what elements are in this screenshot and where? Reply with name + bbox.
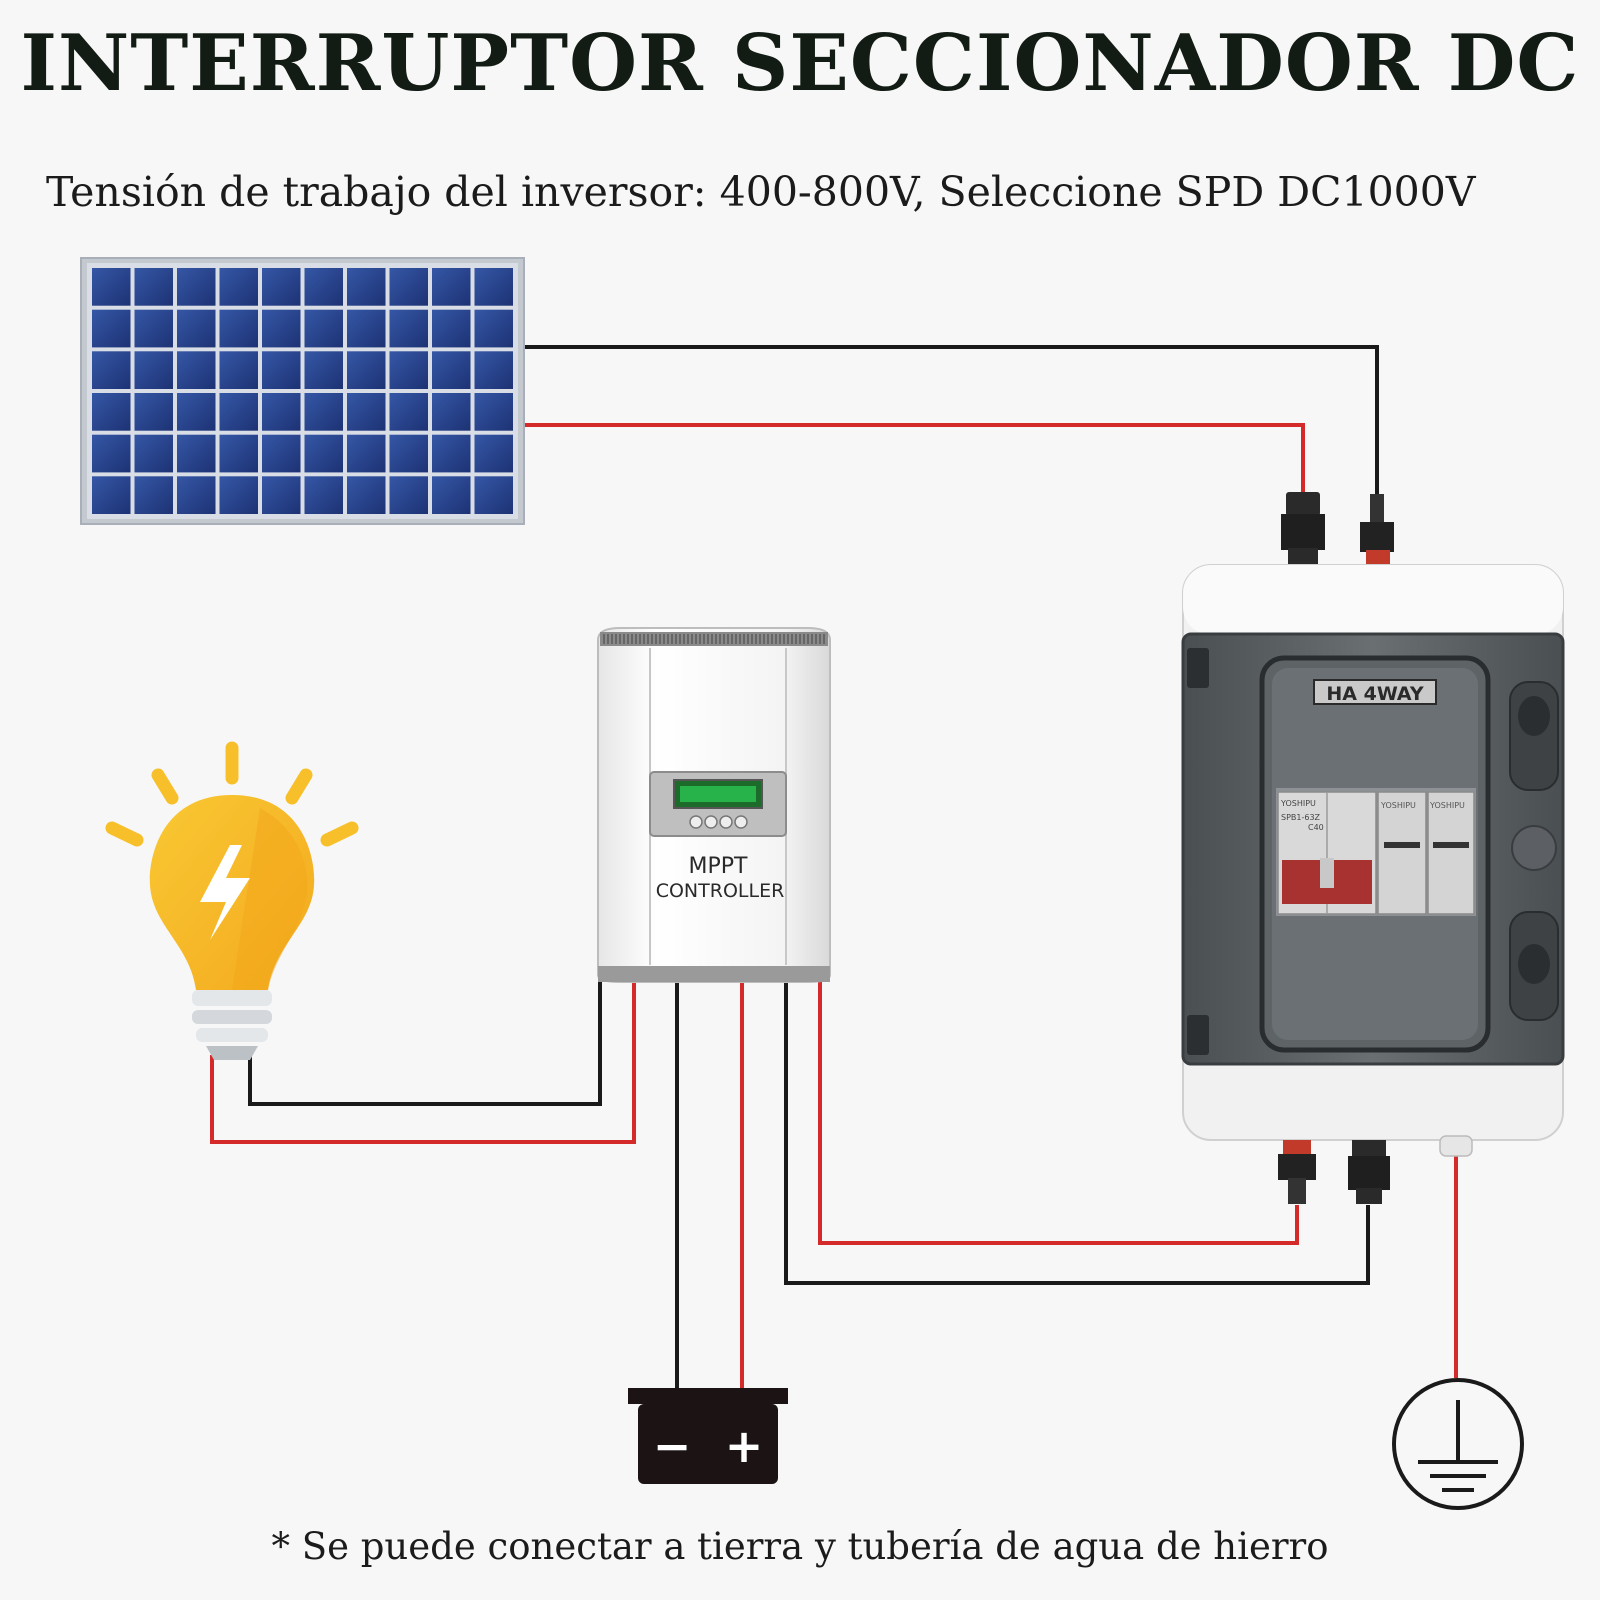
controller-button-2	[704, 815, 718, 829]
solar-cell	[219, 309, 258, 348]
solar-cell	[347, 434, 386, 473]
solar-cell	[389, 309, 428, 348]
wire-load-positive	[210, 975, 636, 1144]
solar-cell	[347, 309, 386, 348]
spd-brand-1: YOSHIPU	[1380, 801, 1416, 810]
controller-label-line2: CONTROLLER	[656, 880, 785, 902]
spd-brand-2: YOSHIPU	[1429, 801, 1465, 810]
solar-cell	[389, 476, 428, 514]
solar-cell	[262, 434, 301, 473]
solar-cell	[304, 351, 343, 389]
solar-cell	[134, 434, 173, 473]
solar-cell	[304, 268, 343, 306]
battery-plus: +	[725, 1419, 764, 1473]
solar-cell	[474, 476, 513, 514]
solar-cell	[134, 351, 173, 389]
solar-cell	[347, 476, 386, 514]
solar-cell	[177, 351, 216, 389]
box-label: HA 4WAY	[1326, 683, 1423, 705]
controller-label-line1: MPPT	[689, 854, 749, 879]
solar-cell	[177, 268, 216, 306]
wire-pv-in-positive	[818, 978, 1299, 1245]
solar-cell	[177, 476, 216, 514]
solar-cell	[177, 309, 216, 348]
solar-cell	[219, 268, 258, 306]
solar-cell	[389, 393, 428, 431]
solar-cell	[262, 393, 301, 431]
solar-cell	[432, 393, 471, 431]
solar-cell	[134, 268, 173, 306]
solar-cell	[219, 393, 258, 431]
light-bulb-icon	[105, 741, 359, 1060]
solar-cell	[432, 351, 471, 389]
breaker-model: SPB1-63Z	[1281, 813, 1321, 822]
solar-cell	[347, 351, 386, 389]
mppt-controller: MPPT CONTROLLER	[597, 627, 831, 983]
solar-cell	[389, 434, 428, 473]
solar-cell	[262, 268, 301, 306]
battery-minus: −	[653, 1419, 692, 1473]
combiner-box: HA 4WAY YOSHIPU SPB1-63Z C40 YOSHIPU YOS…	[1181, 492, 1565, 1204]
solar-cell	[304, 434, 343, 473]
controller-button-1	[689, 815, 703, 829]
breaker-rating: C40	[1308, 823, 1324, 832]
page-title: INTERRUPTOR SECCIONADOR DC	[20, 18, 1580, 109]
box-bottom-connectors	[1278, 1135, 1473, 1204]
solar-cell	[177, 393, 216, 431]
solar-cell	[474, 351, 513, 389]
dc-breaker: YOSHIPU SPB1-63Z C40	[1277, 791, 1377, 915]
solar-cell	[432, 268, 471, 306]
footnote: * Se puede conectar a tierra y tubería d…	[271, 1525, 1329, 1568]
solar-cell	[474, 309, 513, 348]
solar-cell	[92, 476, 131, 514]
solar-panel-icon	[80, 257, 525, 525]
solar-cell	[474, 268, 513, 306]
solar-cell	[432, 476, 471, 514]
solar-cell	[219, 476, 258, 514]
solar-cell	[134, 309, 173, 348]
battery-icon: − +	[628, 1388, 788, 1484]
solar-cell	[389, 351, 428, 389]
controller-button-4	[734, 815, 748, 829]
wire-load-negative	[248, 975, 602, 1106]
solar-cell	[134, 393, 173, 431]
solar-cell	[92, 309, 131, 348]
solar-cell	[304, 309, 343, 348]
solar-cell	[304, 476, 343, 514]
solar-cell	[92, 393, 131, 431]
solar-cell	[389, 268, 428, 306]
wire-panel-positive	[508, 423, 1305, 492]
solar-cell	[262, 351, 301, 389]
surge-protector: YOSHIPU YOSHIPU	[1377, 791, 1475, 915]
solar-cell	[92, 434, 131, 473]
solar-cell	[474, 393, 513, 431]
solar-cell	[92, 351, 131, 389]
solar-cell	[432, 434, 471, 473]
solar-cell	[219, 351, 258, 389]
solar-cell	[92, 268, 131, 306]
solar-cell	[347, 268, 386, 306]
solar-cell	[134, 476, 173, 514]
box-top-connectors	[1281, 492, 1394, 564]
solar-cell	[177, 434, 216, 473]
controller-button-3	[719, 815, 733, 829]
solar-cell	[262, 476, 301, 514]
solar-cell	[219, 434, 258, 473]
solar-cell	[262, 309, 301, 348]
solar-cell	[474, 434, 513, 473]
page-subtitle: Tensión de trabajo del inversor: 400-800…	[46, 168, 1476, 216]
ground-icon	[1392, 1378, 1524, 1510]
wires	[210, 345, 1458, 1388]
wire-pv-in-negative	[784, 978, 1370, 1285]
wire-panel-negative	[508, 345, 1379, 496]
solar-cell	[304, 393, 343, 431]
breaker-brand: YOSHIPU	[1280, 799, 1316, 808]
solar-cell	[347, 393, 386, 431]
solar-cell	[432, 309, 471, 348]
